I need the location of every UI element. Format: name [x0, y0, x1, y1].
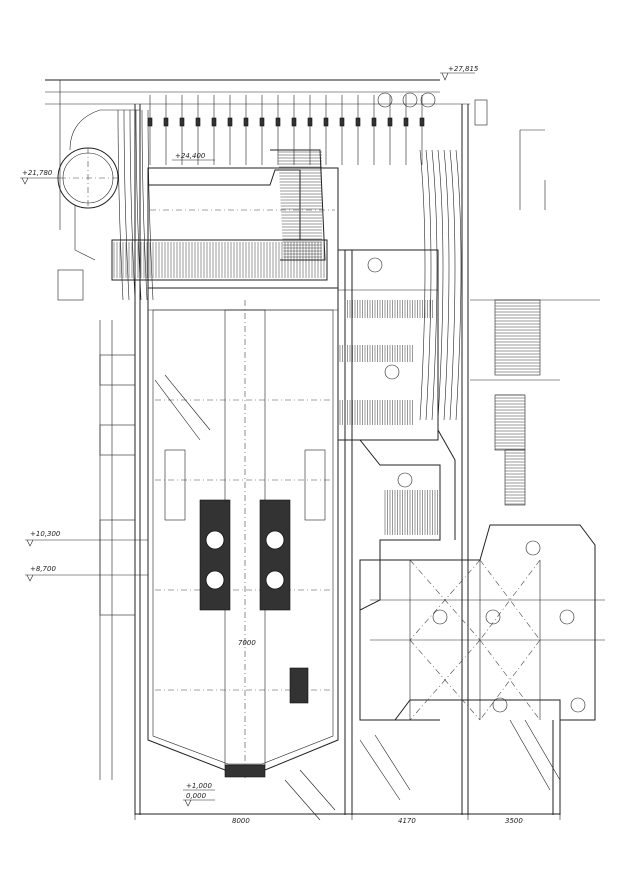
safety-valve: [402, 92, 418, 108]
connecting-pipe: [443, 149, 450, 421]
burner-panel: [259, 499, 291, 611]
valve: [339, 117, 345, 127]
steel-structure: [45, 79, 600, 815]
valve: [259, 117, 265, 127]
valve: [163, 117, 169, 127]
valve: [403, 117, 409, 127]
downcomer-pipe: [117, 109, 124, 301]
valve: [211, 117, 217, 127]
dimension-line: [134, 808, 561, 820]
safety-valve: [377, 92, 393, 108]
burner-panel: [199, 499, 231, 611]
pipe-support: [474, 99, 488, 126]
valve: [387, 117, 393, 127]
elev-hopper: +1,000: [186, 782, 212, 790]
connecting-pipe: [431, 149, 438, 421]
connecting-pipe: [419, 149, 426, 421]
top-pipework: [117, 92, 488, 421]
burner-panel: [289, 667, 309, 704]
valve: [371, 117, 377, 127]
elev-burner-lower: +8,700: [30, 565, 56, 573]
connecting-pipe: [437, 149, 444, 421]
valve: [243, 117, 249, 127]
safety-valve: [420, 92, 436, 108]
valve: [323, 117, 329, 127]
dim-furnace-width: 8000: [232, 817, 250, 825]
valve: [195, 117, 201, 127]
connecting-pipe: [455, 149, 462, 421]
elev-top: +27,815: [448, 65, 479, 73]
burner-nozzle: [205, 570, 225, 590]
burner-nozzle: [265, 570, 285, 590]
valve: [147, 117, 153, 127]
valve: [307, 117, 313, 127]
valve: [291, 117, 297, 127]
burner-nozzle: [205, 530, 225, 550]
stair-frame: [504, 449, 526, 506]
valve: [355, 117, 361, 127]
downcomer-pipe: [147, 109, 154, 301]
downcomer-pipe: [123, 109, 130, 301]
dim-furnace-inner: 7000: [238, 639, 256, 647]
elev-ground: 0,000: [186, 792, 207, 800]
steam-drum: [57, 109, 140, 261]
furnace: [147, 168, 339, 780]
downcomer-pipe: [135, 109, 142, 301]
burner-nozzle: [265, 530, 285, 550]
stair-frame: [494, 299, 541, 376]
connecting-pipe: [425, 149, 432, 421]
valve: [419, 117, 425, 127]
ducts: [154, 374, 561, 821]
air-heater: [359, 524, 605, 721]
connecting-pipe: [449, 149, 456, 421]
convective-pass: [337, 249, 456, 721]
elev-drum: +21,780: [22, 169, 53, 177]
downcomer-pipe: [141, 109, 148, 301]
elevation-marks: [20, 72, 475, 807]
elev-upper-pass: +24,400: [175, 152, 206, 160]
downcomer-pipe: [129, 109, 136, 301]
elev-burner-upper: +10,300: [30, 530, 61, 538]
economizer-tubes: [339, 300, 438, 535]
stair-frame: [494, 394, 526, 451]
dim-air-heater-width: 3500: [505, 817, 523, 825]
superheater-tubes: [113, 151, 325, 278]
dim-second-pass-width: 4170: [398, 817, 416, 825]
stairs: [494, 299, 541, 506]
burners: [199, 499, 309, 704]
valve: [179, 117, 185, 127]
valve: [275, 117, 281, 127]
valve: [227, 117, 233, 127]
